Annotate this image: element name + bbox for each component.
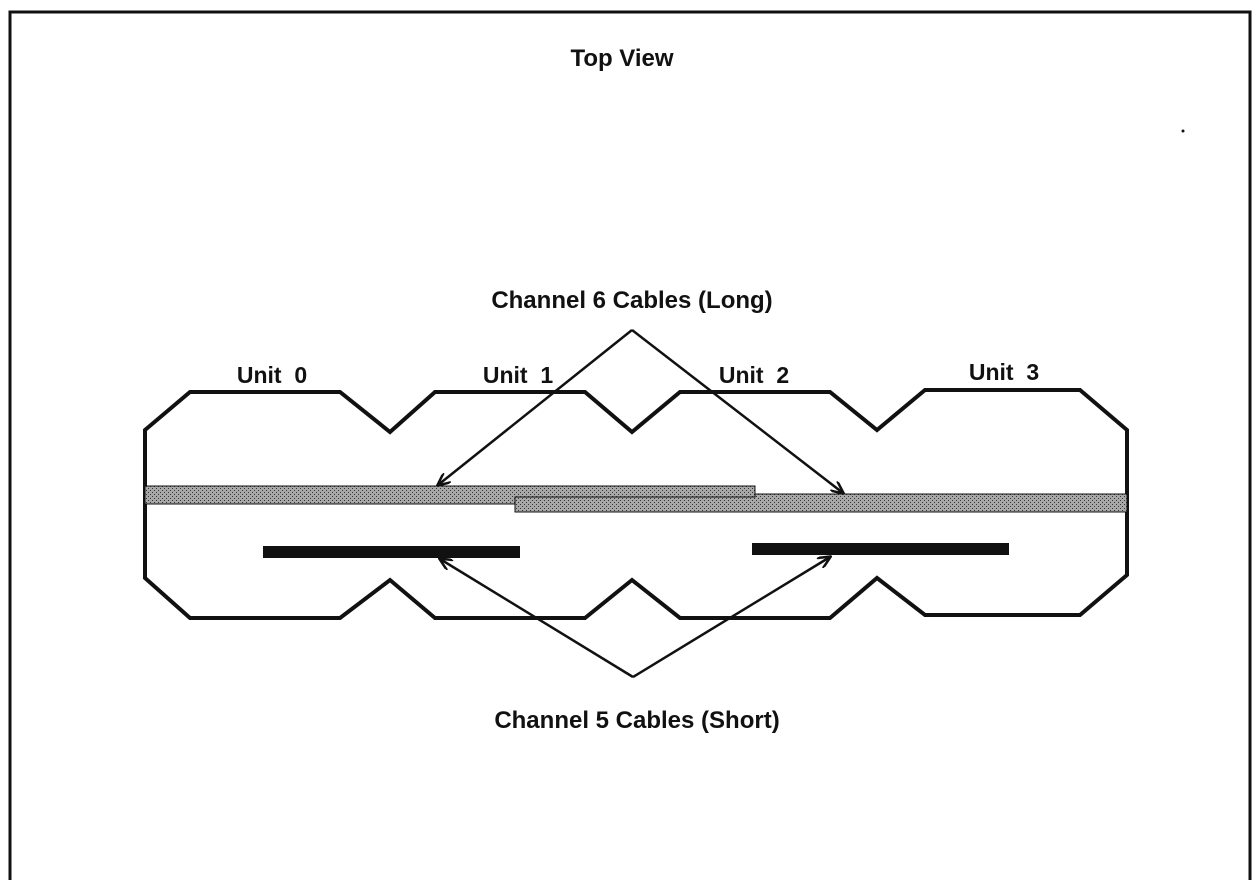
short-cable-right xyxy=(752,543,1009,555)
unit-label-2: Unit 2 xyxy=(719,362,789,388)
long-cable-lower xyxy=(514,493,1128,513)
short-cable-left xyxy=(263,546,520,558)
unit-label-0: Unit 0 xyxy=(237,362,307,388)
unit-label-1: Unit 1 xyxy=(483,362,553,388)
long-cables-caption: Channel 6 Cables (Long) xyxy=(491,287,772,314)
long-cable-group xyxy=(144,485,1128,513)
arrow-long-left xyxy=(438,329,633,485)
scan-speck xyxy=(1181,129,1185,133)
arrow-long-right xyxy=(631,329,843,493)
arrow-short-left xyxy=(440,559,634,679)
units-outline xyxy=(143,388,1129,620)
arrow-short-right xyxy=(632,557,830,679)
short-cable-arrows xyxy=(440,557,830,679)
long-cable-arrows xyxy=(438,329,843,493)
page-title: Top View xyxy=(570,45,673,72)
page-frame xyxy=(8,10,1252,880)
short-cables-caption: Channel 5 Cables (Short) xyxy=(494,707,779,734)
unit-label-3: Unit 3 xyxy=(969,359,1039,385)
